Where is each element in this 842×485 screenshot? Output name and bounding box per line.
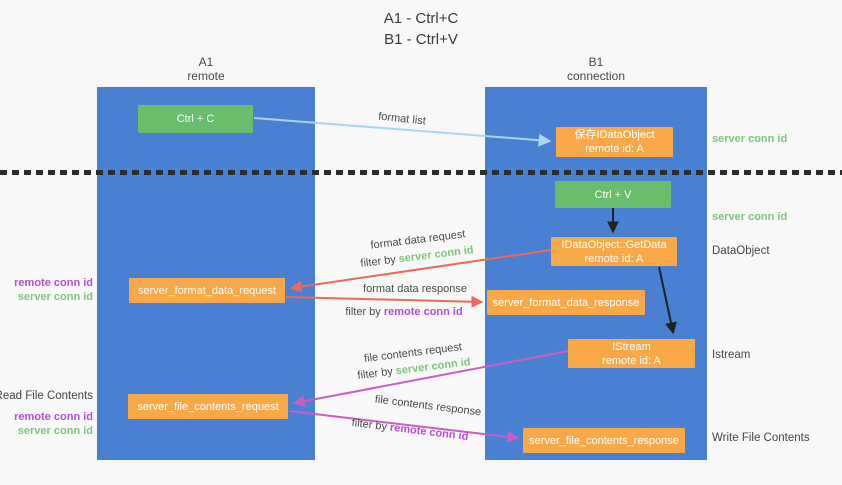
node-ctrl-v-label: Ctrl + V xyxy=(594,188,632,201)
filter-by-text: filter by xyxy=(359,253,400,270)
node-server-file-contents-response: server_file_contents_response xyxy=(523,428,685,453)
filter-by-text: filter by xyxy=(356,365,397,382)
lifeline-header-a1: A1 remote xyxy=(97,55,315,83)
node-ctrl-c-label: Ctrl + C xyxy=(176,113,215,125)
title-line-2: B1 - Ctrl+V xyxy=(384,31,458,48)
annotation-server-conn-id-left-bottom: server conn id xyxy=(17,425,93,437)
annotation-server-conn-id-top: server conn id xyxy=(712,133,788,145)
node-save-idataobject-line2: remote id: A xyxy=(585,143,644,155)
diagram-title: A1 - Ctrl+C B1 - Ctrl+V xyxy=(0,8,842,50)
node-getdata-line1: IDataObject::GetData xyxy=(561,238,667,251)
flow-label-file-contents-response-filter: filter by remote conn id xyxy=(351,417,469,443)
flow-label-file-contents-response: file contents response xyxy=(374,393,482,419)
flow-label-format-list: format list xyxy=(377,110,427,128)
flow-label-format-data-response-filter: filter by remote conn id xyxy=(345,306,462,318)
node-istream: IStream remote id: A xyxy=(568,339,695,368)
node-server-format-data-request: server_format_data_request xyxy=(129,278,285,303)
annotation-remote-conn-id-bottom: remote conn id xyxy=(14,411,93,423)
remote-conn-id-text: remote conn id xyxy=(383,306,463,318)
annotation-write-file-contents: Write File Contents xyxy=(712,432,810,444)
node-ctrl-v: Ctrl + V xyxy=(555,181,671,208)
flow-label-format-data-response: format data response xyxy=(363,283,467,295)
node-istream-line2: remote id: A xyxy=(602,354,661,367)
lifeline-b1-name: B1 xyxy=(588,55,604,69)
arrow-format-data-response xyxy=(285,295,484,308)
annotation-istream: Istream xyxy=(712,349,751,361)
node-server-format-data-response-label: server_format_data_response xyxy=(492,296,640,309)
node-ctrl-c: Ctrl + C xyxy=(138,105,253,133)
lifeline-a1-name: A1 xyxy=(198,55,214,69)
node-save-idataobject: 保存IDataObject remote id: A xyxy=(556,127,673,157)
remote-conn-id-text: remote conn id xyxy=(389,421,469,444)
node-istream-line1: IStream xyxy=(612,340,651,353)
node-server-file-contents-request-label: server_file_contents_request xyxy=(137,400,279,413)
annotation-remote-conn-id-top: remote conn id xyxy=(14,277,93,289)
node-getdata-line2: remote id: A xyxy=(584,252,644,265)
title-line-1: A1 - Ctrl+C xyxy=(383,10,459,27)
lifeline-a1-role: remote xyxy=(187,69,225,83)
node-server-format-data-response: server_format_data_response xyxy=(487,290,645,315)
lifeline-b1-role: connection xyxy=(566,69,626,83)
node-server-file-contents-request: server_file_contents_request xyxy=(128,394,288,419)
annotation-server-conn-id-mid: server conn id xyxy=(712,211,788,223)
node-server-file-contents-response-label: server_file_contents_response xyxy=(529,434,679,447)
node-server-format-data-request-label: server_format_data_request xyxy=(137,284,277,297)
node-idataobject-getdata: IDataObject::GetData remote id: A xyxy=(551,237,677,266)
filter-by-text: filter by xyxy=(345,306,384,318)
annotation-dataobject: DataObject xyxy=(712,245,770,257)
server-conn-id-text: server conn id xyxy=(398,244,475,266)
lifeline-header-b1: B1 connection xyxy=(485,55,707,83)
annotation-server-conn-id-left-top: server conn id xyxy=(17,291,93,303)
filter-by-text: filter by xyxy=(351,416,391,434)
node-save-idataobject-line1: 保存IDataObject xyxy=(574,129,655,141)
annotation-read-file-contents: Read File Contents xyxy=(0,390,93,402)
